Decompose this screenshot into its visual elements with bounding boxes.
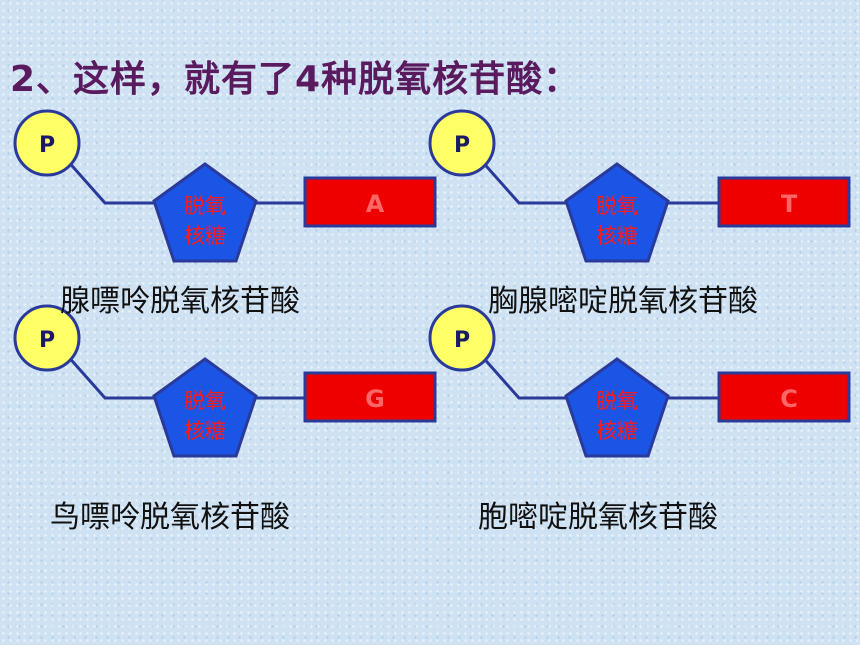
phosphate-label: P bbox=[454, 133, 470, 158]
base-label: C bbox=[780, 385, 798, 413]
sugar-label-line2: 核糖 bbox=[184, 224, 226, 248]
nucleotide-a: P 脱氧 核糖 A bbox=[13, 109, 437, 263]
phosphate-label: P bbox=[454, 328, 470, 353]
sugar-label-line1: 脱氧 bbox=[596, 194, 638, 218]
nucleotide-c: P 脱氧 核糖 C bbox=[428, 304, 851, 458]
base-box bbox=[717, 371, 851, 423]
nucleotide-t: P 脱氧 核糖 T bbox=[428, 109, 851, 263]
deoxyribose-pentagon bbox=[564, 357, 670, 458]
base-label: T bbox=[781, 190, 798, 218]
caption-guanine-nucleotide: 鸟嘌呤脱氧核苷酸 bbox=[50, 500, 290, 535]
phosphate-circle bbox=[13, 109, 81, 177]
phosphate-label: P bbox=[39, 133, 55, 158]
sugar-label-line2: 核糖 bbox=[184, 419, 226, 443]
sugar-label-line1: 脱氧 bbox=[596, 389, 638, 413]
phosphate-circle bbox=[428, 304, 496, 372]
base-box bbox=[303, 371, 437, 423]
deoxyribose-pentagon bbox=[152, 357, 258, 458]
base-box bbox=[303, 176, 437, 228]
nucleotide-g: P 脱氧 核糖 G bbox=[13, 304, 437, 458]
sugar-label-line1: 脱氧 bbox=[184, 389, 226, 413]
sugar-label-line2: 核糖 bbox=[596, 224, 638, 248]
phosphate-label: P bbox=[39, 328, 55, 353]
caption-adenine-nucleotide: 腺嘌呤脱氧核苷酸 bbox=[60, 284, 300, 319]
phosphate-circle bbox=[13, 304, 81, 372]
sugar-label-line2: 核糖 bbox=[596, 419, 638, 443]
page-title: 2、这样，就有了4种脱氧核苷酸： bbox=[10, 59, 581, 100]
base-label: A bbox=[366, 190, 385, 218]
sugar-label-line1: 脱氧 bbox=[184, 194, 226, 218]
deoxyribose-pentagon bbox=[152, 162, 258, 263]
caption-cytosine-nucleotide: 胞嘧啶脱氧核苷酸 bbox=[478, 500, 718, 535]
base-label: G bbox=[365, 385, 385, 413]
phosphate-circle bbox=[428, 109, 496, 177]
base-box bbox=[717, 176, 851, 228]
caption-thymine-nucleotide: 胸腺嘧啶脱氧核苷酸 bbox=[488, 284, 758, 319]
deoxyribose-pentagon bbox=[564, 162, 670, 263]
